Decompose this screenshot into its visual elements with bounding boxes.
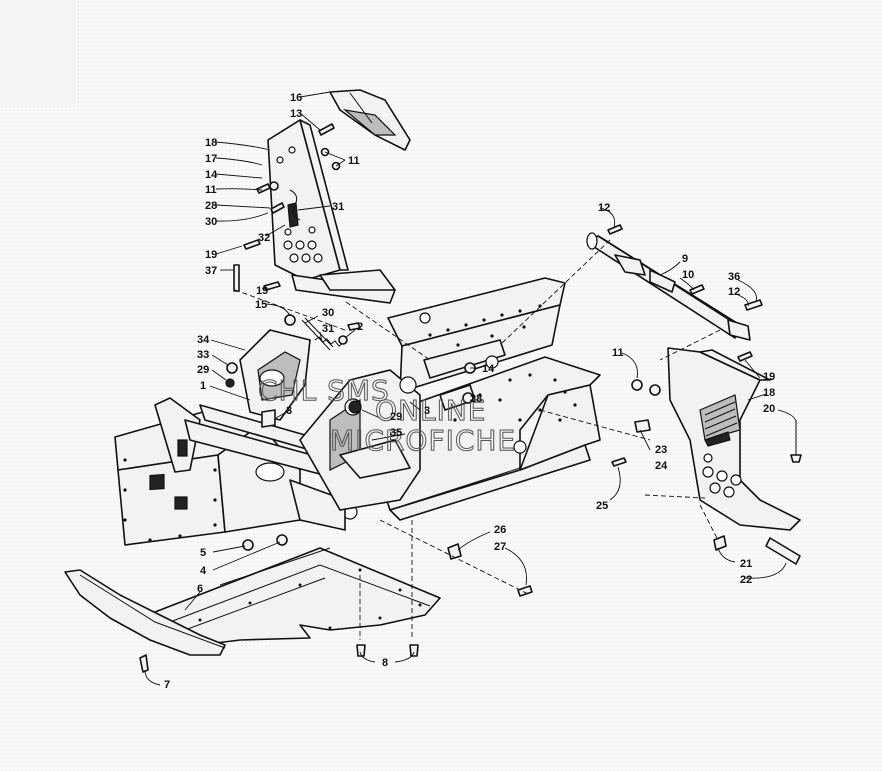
callout-28-mid: 28 (470, 393, 482, 405)
callout-8: 8 (382, 657, 388, 669)
watermark: CHL SMS ONLINE MICROFICHE (258, 374, 516, 458)
watermark-line-2: ONLINE (375, 394, 486, 427)
callout-33: 33 (197, 349, 209, 361)
callout-18: 18 (205, 137, 217, 149)
callout-27: 27 (494, 541, 506, 553)
cross-shaft (184, 404, 358, 531)
steering-support-bracket (267, 119, 396, 304)
callout-11: 11 (205, 184, 217, 196)
callout-19-right: 19 (763, 371, 775, 383)
callout-35: 35 (390, 427, 402, 439)
callout-36: 36 (728, 271, 740, 283)
callout-32: 32 (258, 232, 270, 244)
callout-19-mid: 19 (256, 285, 268, 297)
callout-30: 30 (205, 216, 217, 228)
bracket-fasteners (233, 123, 341, 292)
callout-25: 25 (596, 500, 608, 512)
callout-labels: 16 13 18 17 14 11 28 30 32 31 11 19 37 1… (164, 92, 775, 691)
callout-18-right: 18 (763, 387, 775, 399)
heat-shield (225, 329, 311, 428)
watermark-line-1: CHL SMS (258, 374, 390, 407)
skid-plate (64, 569, 226, 673)
callout-29-mid: 29 (390, 411, 402, 423)
callout-9: 9 (682, 253, 688, 265)
callout-29: 29 (197, 364, 209, 376)
callout-14-mid: 14 (482, 363, 495, 375)
callout-28: 28 (205, 200, 217, 212)
callout-11-right: 11 (612, 347, 624, 359)
steering-post (586, 224, 763, 341)
callout-3-left: 3 (286, 405, 292, 417)
callout-21: 21 (740, 558, 752, 570)
callout-2: 2 (357, 321, 363, 333)
callout-34: 34 (197, 334, 210, 346)
callout-31: 31 (332, 201, 344, 213)
callout-22: 22 (740, 574, 752, 586)
callout-23: 23 (655, 444, 667, 456)
upper-cover (329, 89, 411, 151)
callout-26: 26 (494, 524, 506, 536)
callout-7: 7 (164, 679, 170, 691)
callout-13: 13 (290, 108, 302, 120)
callout-37: 37 (205, 265, 217, 277)
callout-11-top: 11 (348, 155, 360, 167)
callout-24: 24 (655, 460, 668, 472)
callout-3-right: 3 (424, 405, 430, 417)
corner-plate (0, 0, 76, 108)
callout-16: 16 (290, 92, 302, 104)
center-spine (299, 339, 506, 511)
callout-12-right: 12 (728, 286, 740, 298)
watermark-line-3: MICROFICHE (330, 424, 516, 457)
mid-springs-fasteners (284, 314, 476, 414)
callout-17: 17 (205, 153, 217, 165)
callout-14: 14 (205, 169, 218, 181)
belly-pan (154, 547, 441, 646)
callout-6: 6 (197, 583, 203, 595)
callout-31-mid: 31 (322, 323, 334, 335)
callout-15: 15 (255, 299, 267, 311)
callout-4: 4 (200, 565, 207, 577)
callout-12-top: 12 (598, 202, 610, 214)
callout-5: 5 (200, 547, 206, 559)
right-side-panel (611, 347, 802, 565)
callout-19: 19 (205, 249, 217, 261)
callout-1: 1 (200, 380, 206, 392)
leader-lines (144, 91, 797, 686)
callout-10: 10 (682, 269, 694, 281)
callout-30-mid: 30 (322, 307, 334, 319)
assembly-dash-lines (234, 239, 721, 640)
callout-20: 20 (763, 403, 775, 415)
